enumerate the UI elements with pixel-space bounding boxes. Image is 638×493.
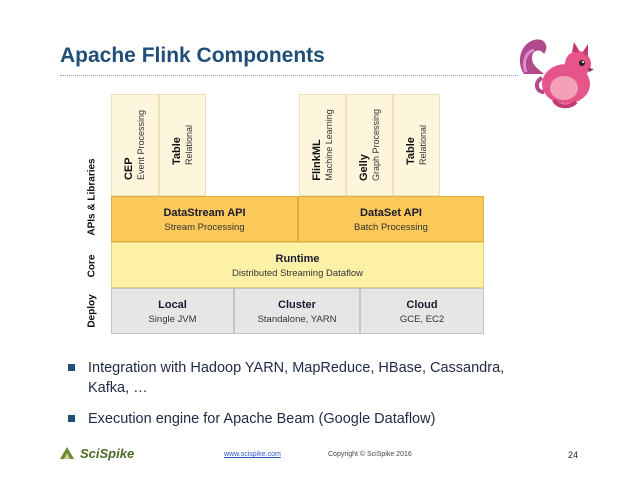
scispike-logo-icon xyxy=(60,447,74,459)
label-apis-libraries: APIs & Libraries xyxy=(86,158,98,236)
label-deploy: Deploy xyxy=(86,294,98,328)
slide-title: Apache Flink Components xyxy=(60,44,325,67)
label-core: Core xyxy=(86,254,98,278)
footer-website-link[interactable]: www.scispike.com xyxy=(224,451,281,458)
datastream-api-block: DataStream API Stream Processing xyxy=(111,196,298,242)
page-number: 24 xyxy=(568,450,579,460)
runtime-block: Runtime Distributed Streaming Dataflow xyxy=(111,242,484,288)
scispike-logo: SciSpike xyxy=(58,445,134,461)
deploy-cluster-block: Cluster Standalone, YARN xyxy=(234,288,360,334)
title-divider xyxy=(60,75,518,76)
bullet-item: Integration with Hadoop YARN, MapReduce,… xyxy=(68,358,528,398)
bullet-square-icon xyxy=(68,364,75,371)
deploy-cloud-block: Cloud GCE, EC2 xyxy=(360,288,484,334)
bullet-item: Execution engine for Apache Beam (Google… xyxy=(68,409,528,429)
bullet-list: Integration with Hadoop YARN, MapReduce,… xyxy=(68,358,528,440)
deploy-local-block: Local Single JVM xyxy=(111,288,234,334)
footer-copyright: Copyright © SciSpike 2016 xyxy=(328,451,412,458)
bullet-square-icon xyxy=(68,415,75,422)
flink-squirrel-icon xyxy=(519,39,594,109)
dataset-api-block: DataSet API Batch Processing xyxy=(298,196,484,242)
